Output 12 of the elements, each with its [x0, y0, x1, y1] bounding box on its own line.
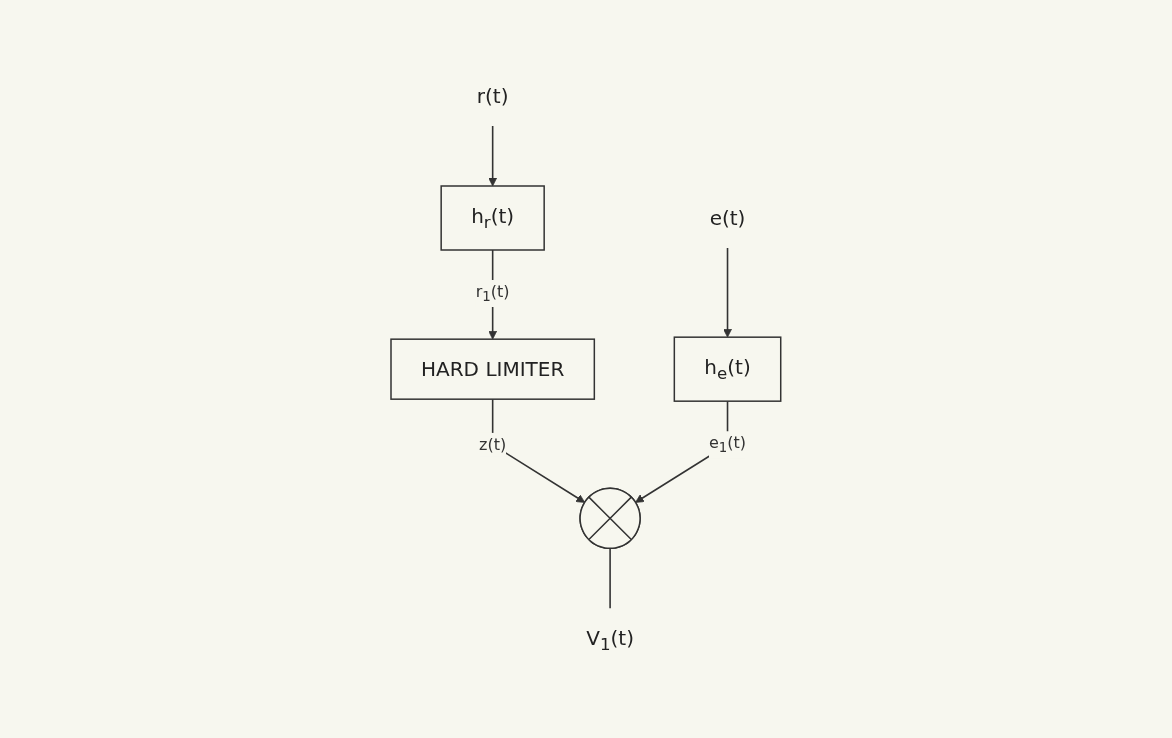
- connector: [609, 547, 612, 609]
- node-text: e(t): [709, 205, 746, 230]
- node-text: r(t): [476, 83, 509, 108]
- arrow: [488, 125, 498, 187]
- arrow: [723, 247, 733, 338]
- edge-label: r$_{1}$(t): [475, 281, 510, 305]
- node-box: h$_{e}$(t): [673, 336, 782, 402]
- edge-label: e$_{1}$(t): [709, 433, 747, 456]
- node-text: V$_{1}$(t): [586, 626, 635, 655]
- node-box: h$_{r}$(t): [440, 185, 546, 251]
- edge-label: z(t): [479, 434, 507, 454]
- node-box: HARD LIMITER: [390, 338, 596, 400]
